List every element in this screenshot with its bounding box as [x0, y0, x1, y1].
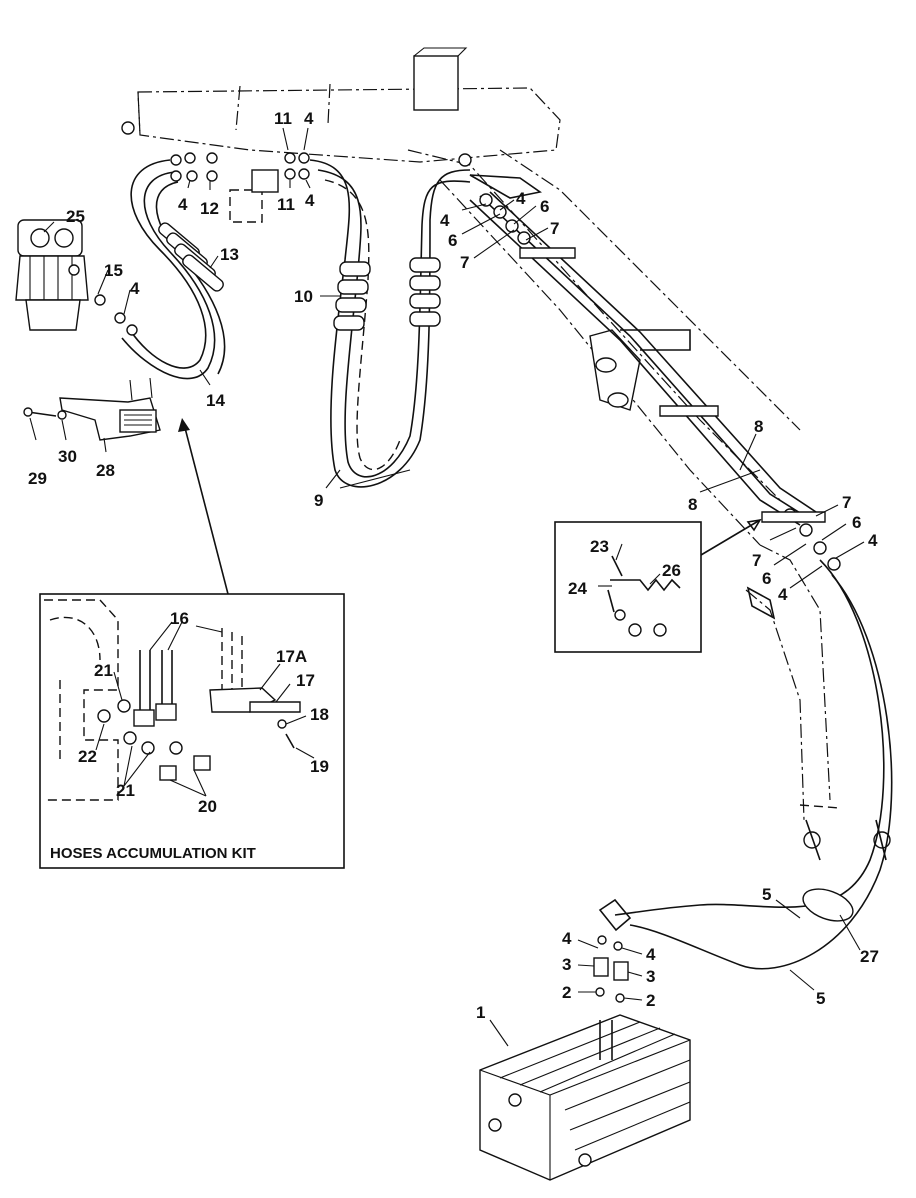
callout-27: 27 — [860, 947, 879, 966]
callout-5: 5 — [762, 885, 771, 904]
callout-18: 18 — [310, 705, 329, 724]
callout-16: 16 — [170, 609, 189, 628]
boom-head-assembly — [121, 47, 801, 546]
callout-10: 10 — [294, 287, 313, 306]
callout-29: 29 — [28, 469, 47, 488]
callout-17: 17 — [296, 671, 315, 690]
callout-19: 19 — [310, 757, 329, 776]
callout-4: 4 — [304, 109, 314, 128]
callout-6: 6 — [852, 513, 861, 532]
callout-8: 8 — [688, 495, 697, 514]
accumulation-kit-box — [39, 418, 345, 869]
callout-6: 6 — [762, 569, 771, 588]
callout-30: 30 — [58, 447, 77, 466]
fittings — [170, 152, 841, 571]
callout-4: 4 — [305, 191, 315, 210]
callout-7: 7 — [550, 219, 559, 238]
callout-15: 15 — [104, 261, 123, 280]
callout-4: 4 — [130, 279, 140, 298]
callout-21: 21 — [94, 661, 113, 680]
callout-2: 2 — [646, 991, 655, 1010]
callout-4: 4 — [646, 945, 656, 964]
callout-12: 12 — [200, 199, 219, 218]
callout-4: 4 — [178, 195, 188, 214]
callout-14: 14 — [206, 391, 225, 410]
callout-5: 5 — [816, 989, 825, 1008]
hose-sleeve-13 — [158, 222, 224, 292]
callout-17A: 17A — [276, 647, 307, 666]
leader-lines — [29, 127, 865, 1047]
callout-7: 7 — [842, 493, 851, 512]
callout-2: 2 — [562, 983, 571, 1002]
callout-4: 4 — [778, 585, 788, 604]
callout-7: 7 — [752, 551, 761, 570]
callout-13: 13 — [220, 245, 239, 264]
bracket-28 — [23, 377, 161, 441]
callouts: 11 4 4 12 11 4 25 13 15 4 10 14 9 4 4 6 … — [28, 109, 879, 1022]
callout-11: 11 — [277, 195, 295, 214]
callout-3: 3 — [646, 967, 655, 986]
callout-21: 21 — [116, 781, 135, 800]
callout-9: 9 — [314, 491, 323, 510]
callout-4: 4 — [516, 189, 526, 208]
callout-23: 23 — [590, 537, 609, 556]
callout-25: 25 — [66, 207, 85, 226]
callout-4: 4 — [868, 531, 878, 550]
kit-caption: HOSES ACCUMULATION KIT — [50, 845, 256, 862]
callout-1: 1 — [476, 1003, 485, 1022]
rotator-25 — [15, 219, 138, 336]
callout-28: 28 — [96, 461, 115, 480]
callout-11: 11 — [274, 109, 292, 128]
hose-sleeve-10 — [333, 257, 441, 331]
callout-7: 7 — [460, 253, 469, 272]
callout-4: 4 — [562, 929, 572, 948]
callout-26: 26 — [662, 561, 681, 580]
callout-3: 3 — [562, 955, 571, 974]
callout-22: 22 — [78, 747, 97, 766]
callout-8: 8 — [754, 417, 763, 436]
callout-24: 24 — [568, 579, 587, 598]
callout-4: 4 — [440, 211, 450, 230]
control-valve-1 — [479, 898, 691, 1181]
callout-6: 6 — [540, 197, 549, 216]
callout-6: 6 — [448, 231, 457, 250]
callout-20: 20 — [198, 797, 217, 816]
clip-detail-box — [554, 518, 762, 653]
